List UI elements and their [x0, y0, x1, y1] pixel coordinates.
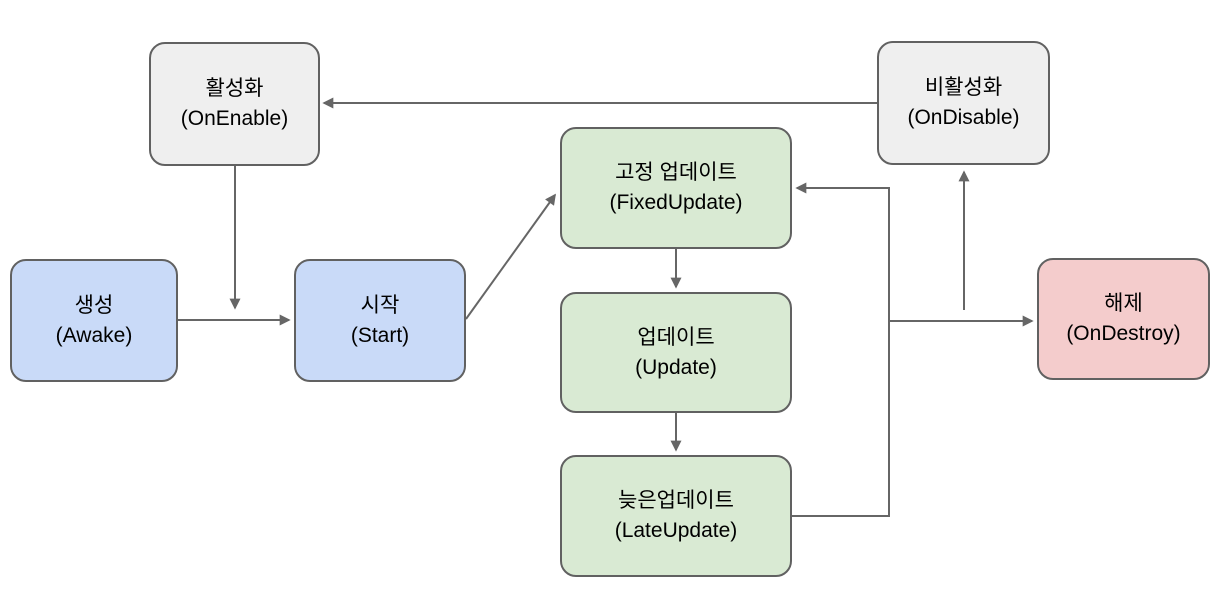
node-update: 업데이트 (Update)	[560, 292, 792, 413]
node-awake: 생성 (Awake)	[10, 259, 178, 382]
arrow-lateupdate-loop-to-fixedupdate	[792, 182, 890, 517]
node-awake-sublabel: (Awake)	[55, 323, 133, 347]
node-lateupdate-label: 늦은업데이트	[618, 489, 734, 512]
node-lateupdate-sublabel: (LateUpdate)	[614, 519, 738, 542]
node-ondestroy: 해제 (OnDestroy)	[1037, 258, 1210, 380]
node-start-label: 시작	[360, 293, 400, 317]
node-ondisable-label: 비활성화	[924, 76, 1003, 99]
node-onenable-label: 활성화	[205, 77, 264, 100]
node-onenable-sublabel: (OnEnable)	[180, 107, 289, 130]
node-start: 시작 (Start)	[294, 259, 466, 382]
node-awake-label: 생성	[74, 293, 114, 317]
node-ondisable: 비활성화 (OnDisable)	[877, 41, 1050, 165]
node-update-sublabel: (Update)	[635, 355, 717, 379]
node-start-sublabel: (Start)	[350, 323, 410, 347]
node-ondisable-sublabel: (OnDisable)	[907, 106, 1020, 129]
node-lateupdate: 늦은업데이트 (LateUpdate)	[560, 455, 792, 577]
node-fixedupdate-sublabel: (FixedUpdate)	[609, 191, 743, 214]
node-fixedupdate: 고정 업데이트 (FixedUpdate)	[560, 127, 792, 249]
node-ondestroy-sublabel: (OnDestroy)	[1066, 322, 1181, 345]
node-fixedupdate-label: 고정 업데이트	[615, 161, 737, 184]
arrow-start-to-fixedupdate	[465, 193, 556, 320]
node-onenable: 활성화 (OnEnable)	[149, 42, 320, 166]
node-ondestroy-label: 해제	[1104, 292, 1143, 315]
node-update-label: 업데이트	[637, 325, 715, 349]
